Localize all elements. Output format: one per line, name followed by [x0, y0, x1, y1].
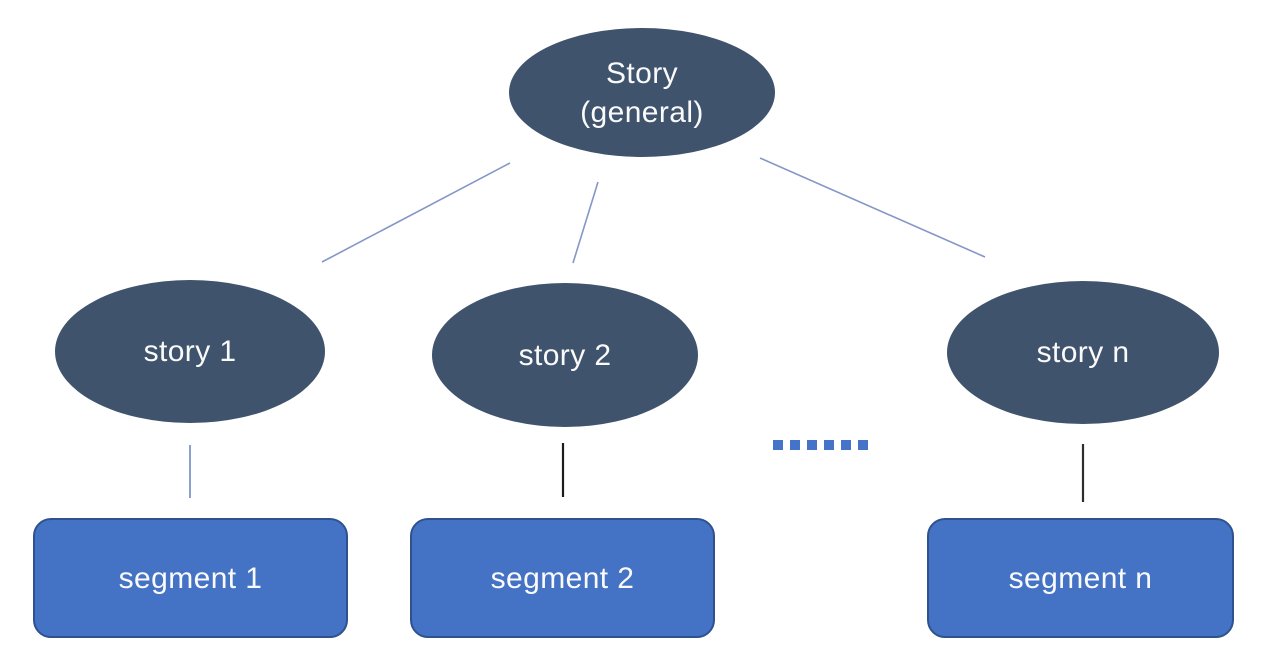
node-story-general: Story (general) — [509, 28, 775, 157]
ellipsis-dot — [858, 440, 868, 450]
node-segment-1: segment 1 — [33, 518, 348, 638]
ellipsis-dot — [841, 440, 851, 450]
node-story-1: story 1 — [55, 280, 325, 423]
node-story-n: story n — [947, 281, 1219, 424]
edge-root-story2 — [572, 181, 599, 264]
ellipsis-dot — [790, 440, 800, 450]
node-segment-n-label: segment n — [1008, 561, 1153, 595]
ellipsis-dot — [807, 440, 817, 450]
node-story-general-label: Story (general) — [580, 56, 704, 129]
node-story-2-label: story 2 — [518, 338, 612, 372]
node-segment-2-label: segment 2 — [490, 561, 635, 595]
node-segment-1-label: segment 1 — [118, 561, 263, 595]
ellipsis-dot — [824, 440, 834, 450]
ellipsis-dot — [773, 440, 783, 450]
node-story-2: story 2 — [432, 283, 698, 427]
ellipsis-dots — [773, 440, 868, 450]
edge-root-story1 — [321, 162, 511, 263]
node-story-n-label: story n — [1036, 336, 1130, 369]
edge-root-storyn — [759, 157, 986, 258]
node-story-1-label: story 1 — [143, 335, 237, 368]
node-segment-2: segment 2 — [410, 518, 715, 638]
node-segment-n: segment n — [927, 518, 1234, 638]
